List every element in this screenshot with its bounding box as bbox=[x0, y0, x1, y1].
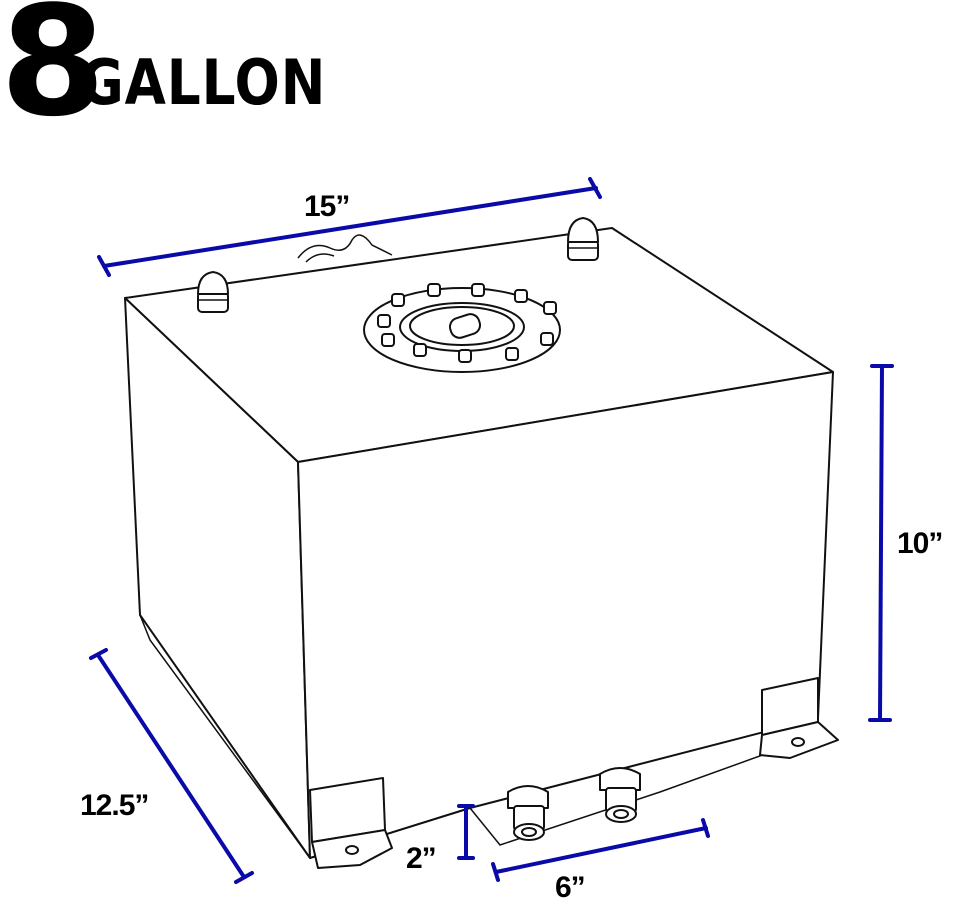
flange-bolts bbox=[377, 283, 557, 363]
capacity-unit: GALLON bbox=[80, 46, 327, 119]
capacity-number: 8 bbox=[0, 0, 106, 150]
tank-left-bottom-edge bbox=[139, 614, 311, 859]
dimension-width-label: 15” bbox=[304, 190, 349, 223]
filler-cap-handle bbox=[448, 313, 482, 339]
dimension-fitting-spacing-label: 6” bbox=[555, 871, 585, 904]
dimension-height-label: 10” bbox=[897, 527, 942, 560]
tank-front-face bbox=[297, 371, 834, 859]
dimension-fitting-spacing: 6” bbox=[491, 818, 710, 907]
dimension-width: 15” bbox=[97, 177, 602, 277]
sender-wire bbox=[297, 234, 393, 263]
dimension-fitting-height-label: 2” bbox=[406, 842, 436, 875]
tank-bottom-edge bbox=[309, 734, 819, 859]
dimension-depth-label: 12.5” bbox=[80, 789, 148, 822]
dimension-fitting-height: 2” bbox=[403, 804, 475, 878]
outlet-fitting-left bbox=[507, 785, 549, 841]
capacity-title: 8 GALLON bbox=[0, 0, 340, 140]
dimension-depth: 12.5” bbox=[77, 648, 254, 884]
dimension-height: 10” bbox=[868, 364, 946, 722]
bracket-front-right bbox=[759, 677, 839, 759]
filler-cap bbox=[363, 283, 561, 373]
mounting-brackets bbox=[309, 677, 839, 869]
top-vent-fitting-left bbox=[197, 271, 229, 313]
outlet-fitting-right bbox=[599, 767, 641, 823]
top-vent-fitting-right bbox=[567, 217, 599, 261]
bracket-front-left bbox=[309, 777, 393, 869]
